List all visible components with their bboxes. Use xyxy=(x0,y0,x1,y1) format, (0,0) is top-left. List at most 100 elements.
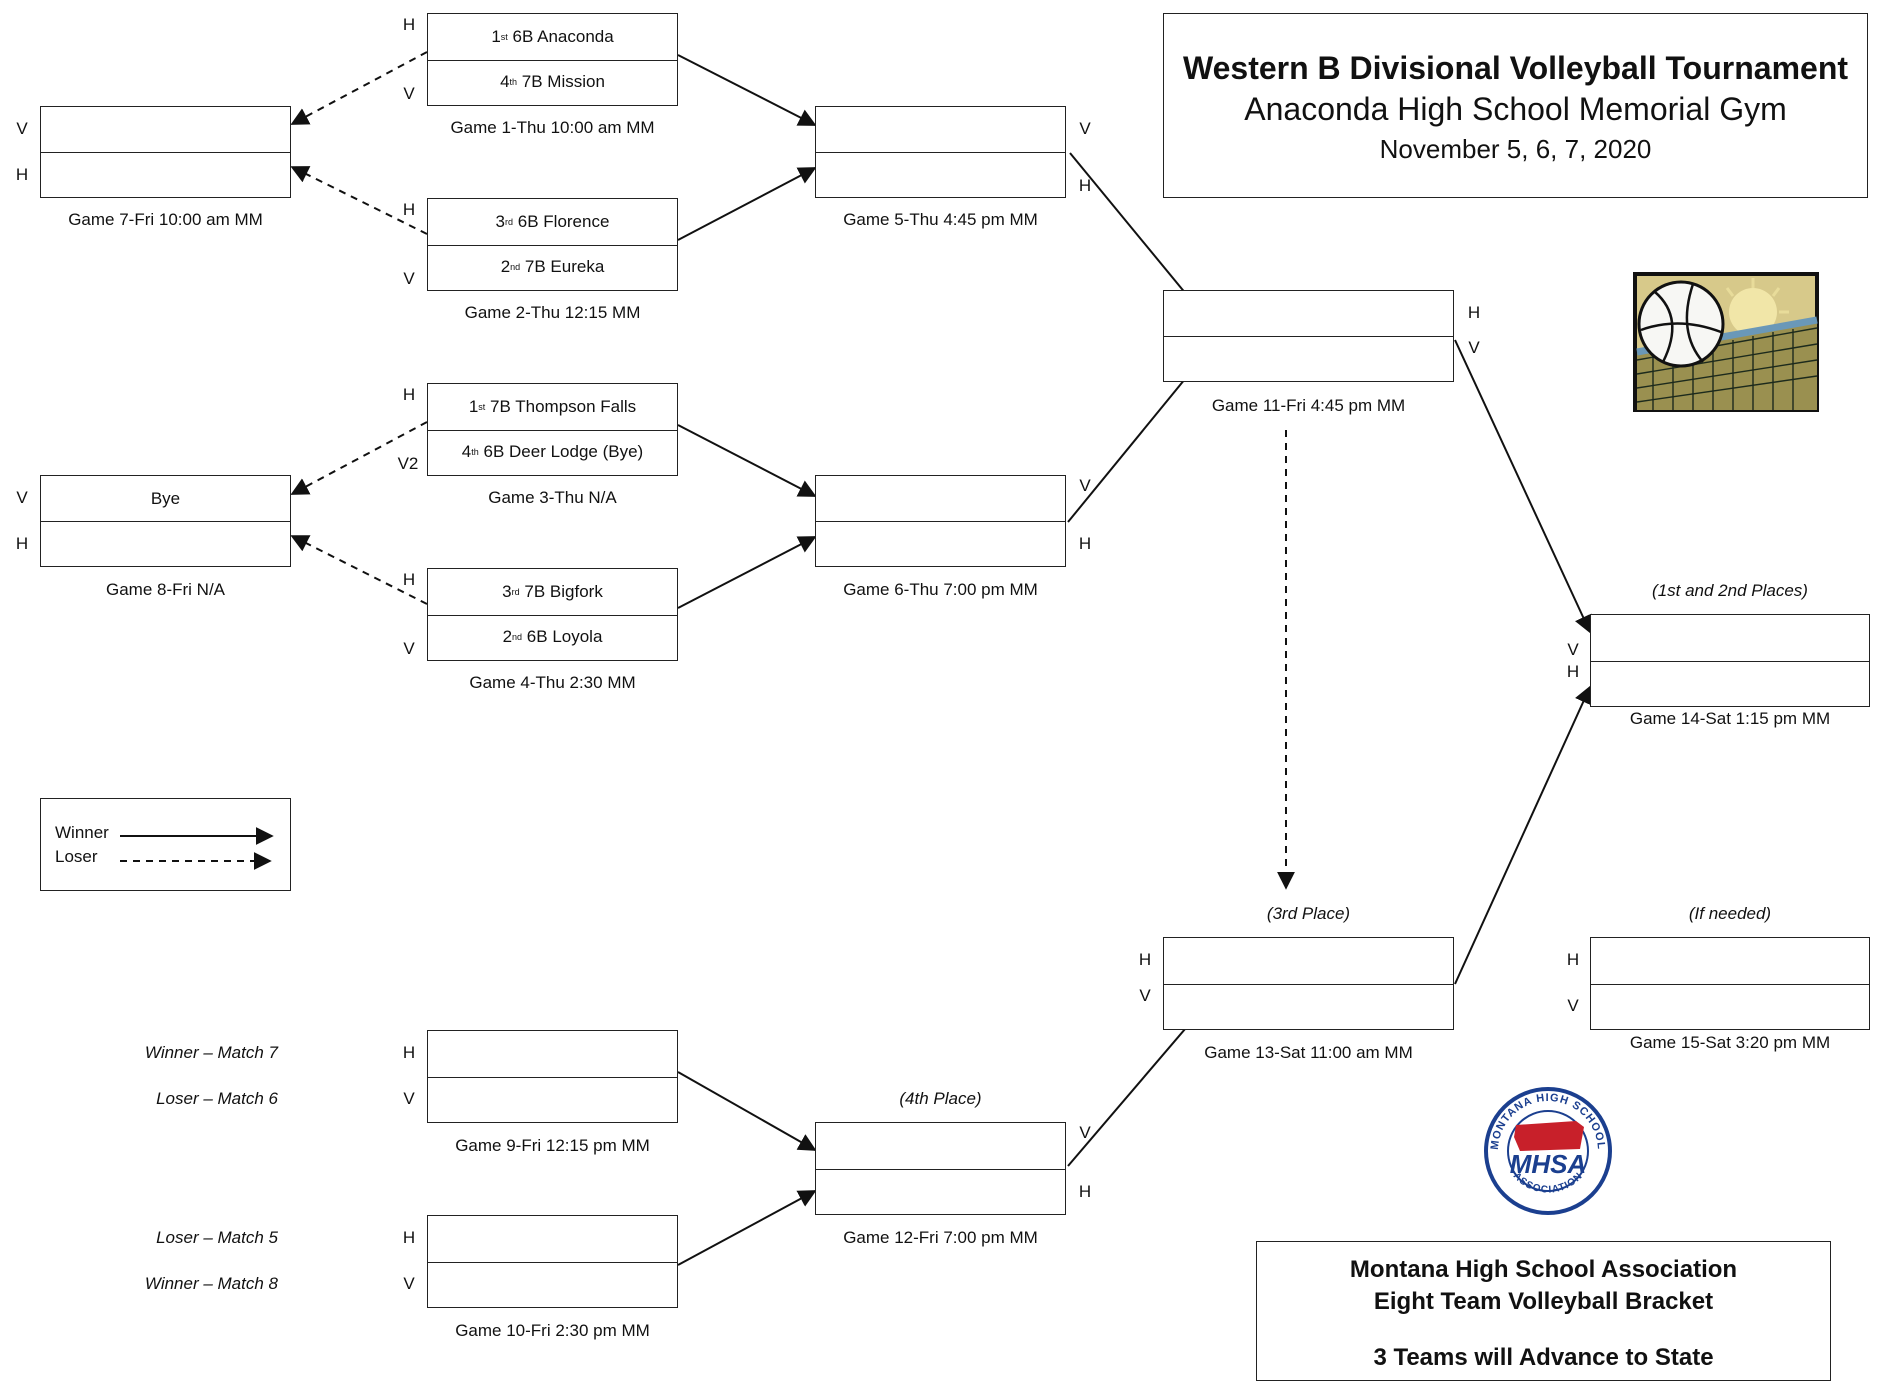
game2-visitor-mark: V xyxy=(403,269,415,288)
game15-caption: Game 15-Sat 3:20 pm MM xyxy=(1629,1033,1831,1052)
winner-arrow-g9-g12 xyxy=(677,1071,817,1151)
game5-team1 xyxy=(816,107,1065,153)
game9-slot xyxy=(427,1030,678,1123)
game12-home-mark: H xyxy=(1078,1182,1092,1201)
game14-label: (1st and 2nd Places) xyxy=(1652,581,1808,600)
game6-visitor-mark: V xyxy=(1079,476,1091,495)
game10-side-bottom: Winner – Match 8 xyxy=(144,1274,278,1293)
game15-visitor-mark: V xyxy=(1567,996,1579,1015)
game15-team1 xyxy=(1591,938,1869,985)
logo-mhsa-text: MHSA xyxy=(1510,1149,1587,1179)
winner-arrow-g10-g12 xyxy=(677,1190,817,1266)
game13-home-mark: H xyxy=(1138,950,1152,969)
game8-home-mark: H xyxy=(15,534,29,553)
game7-team2 xyxy=(41,152,290,197)
legend-winner-label: Winner xyxy=(55,823,109,842)
winner-arrow-g3-g6 xyxy=(677,424,817,497)
game6-caption: Game 6-Thu 7:00 pm MM xyxy=(843,580,1038,599)
game9-home-mark: H xyxy=(402,1043,416,1062)
game6-slot xyxy=(815,475,1066,567)
game11-team1 xyxy=(1164,291,1453,337)
game11-slot xyxy=(1163,290,1454,382)
footer-box: Montana High School Association Eight Te… xyxy=(1256,1241,1831,1381)
winner-arrow-g11-g14 xyxy=(1454,339,1592,634)
game14-team2 xyxy=(1591,661,1869,707)
game10-team2 xyxy=(428,1262,677,1308)
game15-slot xyxy=(1590,937,1870,1030)
game9-visitor-mark: V xyxy=(403,1089,415,1108)
game10-home-mark: H xyxy=(402,1228,416,1247)
game4-visitor-mark: V xyxy=(403,639,415,658)
game5-caption: Game 5-Thu 4:45 pm MM xyxy=(843,210,1038,229)
game10-side-top: Loser – Match 5 xyxy=(156,1228,278,1247)
game14-slot xyxy=(1590,614,1870,707)
game11-home-mark: H xyxy=(1467,303,1481,322)
game4-home-mark: H xyxy=(402,570,416,589)
game12-label: (4th Place) xyxy=(899,1089,982,1108)
game3-home-mark: H xyxy=(402,385,416,404)
game7-home-mark: H xyxy=(15,165,29,184)
tournament-venue: Anaconda High School Memorial Gym xyxy=(1244,91,1787,127)
game5-home-mark: H xyxy=(1078,176,1092,195)
game12-team1 xyxy=(816,1123,1065,1170)
volleyball-image xyxy=(1633,272,1819,412)
game12-team2 xyxy=(816,1169,1065,1215)
game8-visitor-mark: V xyxy=(16,488,28,507)
game9-team1 xyxy=(428,1031,677,1078)
game13-slot xyxy=(1163,937,1454,1030)
game7-caption: Game 7-Fri 10:00 am MM xyxy=(68,210,263,229)
game7-slot xyxy=(40,106,291,198)
game5-team2 xyxy=(816,152,1065,197)
game4-caption: Game 4-Thu 2:30 MM xyxy=(469,673,636,692)
game12-slot xyxy=(815,1122,1066,1215)
game15-team2 xyxy=(1591,984,1869,1030)
winner-arrow-g1-g5 xyxy=(677,54,817,126)
game13-visitor-mark: V xyxy=(1139,986,1151,1005)
winner-arrow-g4-g6 xyxy=(677,536,817,609)
game6-team1 xyxy=(816,476,1065,522)
game11-caption: Game 11-Fri 4:45 pm MM xyxy=(1211,396,1406,415)
winner-arrow-g12-g13 xyxy=(1067,1006,1205,1167)
tournament-title-box: Western B Divisional Volleyball Tourname… xyxy=(1163,13,1868,198)
game11-team2 xyxy=(1164,336,1453,381)
game2-caption: Game 2-Thu 12:15 MM xyxy=(464,303,641,322)
game1-caption: Game 1-Thu 10:00 am MM xyxy=(450,118,655,137)
mhsa-logo: MONTANA HIGH SCHOOL ASSOCIATION MHSA xyxy=(1480,1087,1616,1215)
game15-home-mark: H xyxy=(1566,950,1580,969)
game7-team1 xyxy=(41,107,290,153)
legend-box: Winner Loser xyxy=(40,798,291,891)
game15-label: (If needed) xyxy=(1688,904,1772,923)
game6-team2 xyxy=(816,521,1065,566)
game8-caption: Game 8-Fri N/A xyxy=(105,580,226,599)
tournament-dates: November 5, 6, 7, 2020 xyxy=(1379,134,1652,164)
winner-arrow-g6-g11 xyxy=(1067,355,1205,523)
tournament-title: Western B Divisional Volleyball Tourname… xyxy=(1182,50,1849,86)
game5-slot xyxy=(815,106,1066,198)
game6-home-mark: H xyxy=(1078,534,1092,553)
game13-caption: Game 13-Sat 11:00 am MM xyxy=(1204,1043,1413,1062)
game13-team2 xyxy=(1164,984,1453,1030)
game8-team2 xyxy=(41,521,290,566)
legend-loser-label: Loser xyxy=(55,847,98,866)
game13-team1 xyxy=(1164,938,1453,985)
game14-team1 xyxy=(1591,615,1869,662)
game14-visitor-mark: V xyxy=(1567,640,1579,659)
game10-visitor-mark: V xyxy=(403,1274,415,1293)
game8-slot: Bye xyxy=(40,475,291,567)
footer-line3: 3 Teams will Advance to State xyxy=(1373,1344,1714,1371)
game12-visitor-mark: V xyxy=(1079,1123,1091,1142)
game11-visitor-mark: V xyxy=(1468,338,1480,357)
game5-visitor-mark: V xyxy=(1079,119,1091,138)
game9-side-bottom: Loser – Match 6 xyxy=(156,1089,278,1108)
